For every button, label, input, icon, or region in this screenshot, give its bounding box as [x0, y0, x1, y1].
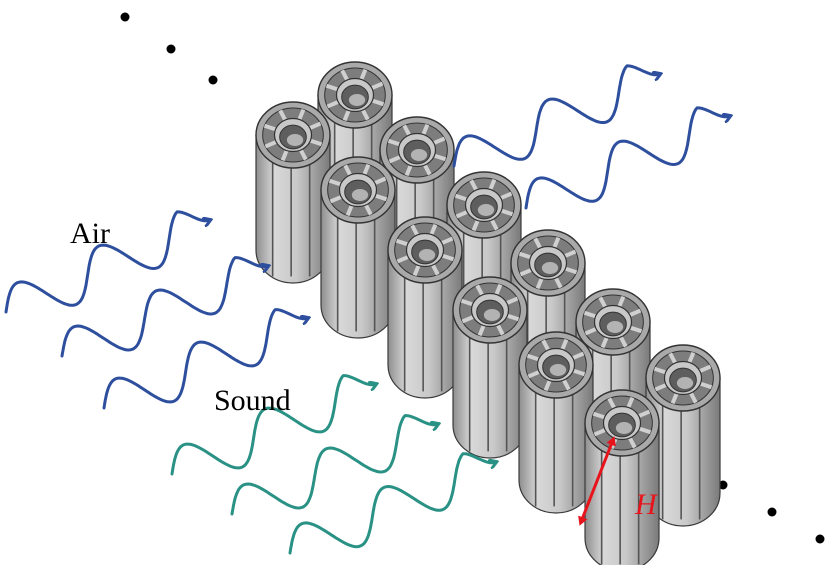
ellipsis-dots-bottom — [718, 480, 825, 544]
ellipsis-dots-top — [120, 12, 218, 85]
air-wave-arrow — [524, 106, 730, 210]
sound-wave-arrow — [230, 414, 438, 516]
wave-arrows — [4, 64, 730, 555]
height-indicator: H — [578, 436, 659, 526]
air-wave-arrow — [452, 64, 660, 168]
cylinder-resonator — [255, 101, 331, 284]
cylinder-resonator — [518, 331, 594, 514]
air-wave-arrow — [60, 256, 268, 358]
air-label: Air — [70, 217, 110, 250]
sound-label: Sound — [214, 384, 291, 417]
sound-wave-arrow — [288, 452, 496, 555]
height-arrow — [578, 436, 616, 526]
height-label: H — [634, 488, 659, 521]
cylinder-resonator — [645, 344, 721, 527]
cylinder-array — [255, 61, 721, 565]
air-wave-arrow — [4, 210, 210, 314]
sound-wave-arrow — [170, 374, 376, 476]
cylinder-resonator — [320, 156, 396, 339]
air-wave-arrow — [102, 308, 308, 410]
cylinder-resonator — [387, 216, 463, 399]
cylinder-resonator — [584, 389, 660, 565]
cylinder-resonator — [452, 276, 528, 459]
